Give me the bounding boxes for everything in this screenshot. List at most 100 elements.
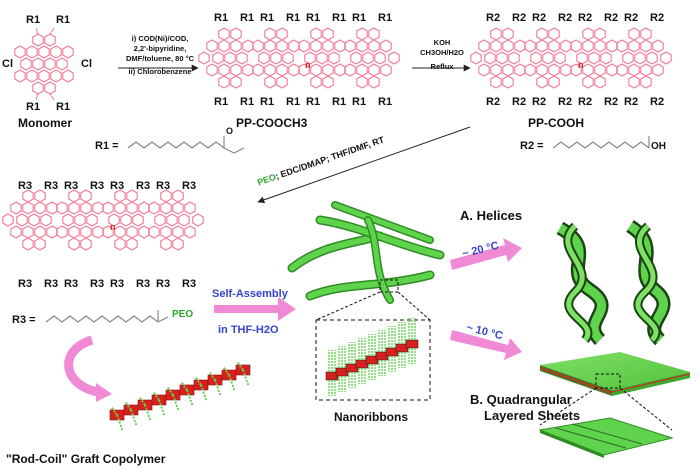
substituent-label: R2 bbox=[558, 12, 573, 24]
repeat-n-label: n bbox=[578, 60, 584, 70]
step2-cond3: Reflux bbox=[430, 62, 454, 71]
substituent-label: R3 bbox=[44, 278, 59, 290]
repeat-n-label: n bbox=[110, 222, 116, 232]
substituent-label: R1 bbox=[214, 96, 229, 108]
coil-segment bbox=[236, 361, 244, 371]
r3-chain bbox=[45, 315, 159, 323]
step1-cond2: 2,2'-bipyridine, bbox=[133, 44, 187, 53]
r3-peo-tag: PEO bbox=[172, 309, 194, 320]
monomer-r1-tl: R1 bbox=[26, 14, 41, 26]
step1-cond3: DMF/toluene, 80 °C bbox=[125, 54, 194, 63]
coil-segment bbox=[214, 379, 222, 397]
coil-segment bbox=[124, 401, 132, 411]
substituent-label: R3 bbox=[156, 180, 171, 192]
substituent-label: R2 bbox=[604, 96, 619, 108]
layered-sheet-graphic bbox=[538, 352, 691, 458]
coil-segment bbox=[110, 406, 118, 416]
monomer-r1-br: R1 bbox=[56, 101, 71, 113]
coil-segment bbox=[208, 371, 216, 381]
pp-cooch3-structure bbox=[198, 27, 400, 89]
step1-cond4: ii) Chlorobenzene bbox=[128, 67, 192, 76]
substituent-label: R2 bbox=[604, 12, 619, 24]
nanoribbons-label: Nanoribbons bbox=[334, 410, 408, 424]
r2-acid-oh: OH bbox=[651, 141, 666, 152]
ribbon-core-segment bbox=[405, 339, 419, 349]
r1-definition: R1 = bbox=[95, 140, 119, 152]
substituent-label: R3 bbox=[18, 278, 33, 290]
coil-segment bbox=[130, 409, 138, 427]
nanoribbon-bundle bbox=[287, 201, 445, 304]
arrow-to-helices bbox=[450, 238, 522, 270]
substituent-label: R1 bbox=[332, 96, 347, 108]
r3-definition: R3 = bbox=[12, 314, 36, 326]
coil-segment bbox=[222, 366, 230, 376]
substituent-label: R1 bbox=[306, 96, 321, 108]
monomer-structure bbox=[14, 27, 74, 101]
substituent-label: R3 bbox=[110, 278, 125, 290]
helices-graphic bbox=[556, 220, 671, 346]
substituent-label: R2 bbox=[650, 96, 665, 108]
coil-segment bbox=[172, 394, 180, 412]
substituent-label: R2 bbox=[532, 96, 547, 108]
step2-conditions: KOH CH3OH/H2O Reflux bbox=[412, 38, 472, 72]
substituent-label: R2 bbox=[650, 12, 665, 24]
step3-arrow bbox=[257, 126, 471, 204]
r2-definition: R2 = bbox=[520, 140, 544, 152]
self-assembly-arrow bbox=[214, 297, 296, 321]
solvent-label: in THF-H2O bbox=[218, 324, 279, 336]
helices-label: A. Helices bbox=[460, 208, 523, 223]
substituent-label: R3 bbox=[156, 278, 171, 290]
graft-polymer-structure bbox=[2, 189, 204, 251]
pp-cooh-label: PP-COOH bbox=[528, 116, 585, 130]
substituent-label: R1 bbox=[240, 96, 255, 108]
substituent-label: R3 bbox=[64, 180, 79, 192]
substituent-label: R3 bbox=[64, 278, 79, 290]
substituent-label: R3 bbox=[90, 180, 105, 192]
self-assembly-label: Self-Assembly bbox=[212, 288, 288, 300]
substituent-label: R2 bbox=[624, 12, 639, 24]
substituent-label: R1 bbox=[352, 12, 367, 24]
substituent-label: R3 bbox=[136, 180, 151, 192]
monomer-r1-bl: R1 bbox=[26, 101, 41, 113]
repeat-n-label: n bbox=[305, 60, 311, 70]
curved-arrow bbox=[64, 335, 100, 397]
substituent-label: R2 bbox=[486, 12, 501, 24]
step1-cond1: i) COD(Ni)/COD, bbox=[131, 34, 189, 43]
coil-segment bbox=[138, 396, 146, 406]
substituent-label: R1 bbox=[214, 12, 229, 24]
substituent-label: R3 bbox=[90, 278, 105, 290]
arrow-to-sheets bbox=[450, 330, 522, 360]
substituent-label: R1 bbox=[378, 96, 393, 108]
substituent-label: R2 bbox=[578, 96, 593, 108]
r1-ester-o: O bbox=[226, 126, 234, 136]
substituent-label: R1 bbox=[352, 96, 367, 108]
substituent-label: R3 bbox=[110, 180, 125, 192]
substituent-label: R1 bbox=[286, 12, 301, 24]
substituent-label: R3 bbox=[136, 278, 151, 290]
sheets-label-2: Layered Sheets bbox=[484, 408, 581, 423]
r1-chain bbox=[127, 141, 225, 149]
coil-segment bbox=[180, 381, 188, 391]
substituent-label: R3 bbox=[182, 278, 197, 290]
substituent-label: R1 bbox=[378, 12, 393, 24]
step1-conditions: i) COD(Ni)/COD, 2,2'-bipyridine, DMF/tol… bbox=[110, 34, 210, 77]
graft-copolymer-label: "Rod-Coil" Graft Copolymer bbox=[6, 452, 166, 466]
coil-segment bbox=[166, 386, 174, 396]
monomer-r1-tr: R1 bbox=[56, 14, 71, 26]
coil-segment bbox=[200, 384, 208, 402]
substituent-label: R3 bbox=[182, 180, 197, 192]
substituent-label: R2 bbox=[512, 12, 527, 24]
pp-cooch3-label: PP-COOCH3 bbox=[236, 116, 308, 130]
substituent-label: R1 bbox=[260, 12, 275, 24]
substituent-label: R2 bbox=[578, 12, 593, 24]
coil-segment bbox=[152, 391, 160, 401]
sheets-label-1: B. Quadrangular bbox=[470, 392, 572, 407]
substituent-label: R1 bbox=[260, 96, 275, 108]
substituent-label: R2 bbox=[624, 96, 639, 108]
coil-segment bbox=[242, 369, 250, 387]
substituent-label: R1 bbox=[240, 12, 255, 24]
coil-segment bbox=[158, 399, 166, 417]
coil-segment bbox=[116, 414, 124, 432]
step2-cond1: KOH bbox=[433, 38, 451, 47]
